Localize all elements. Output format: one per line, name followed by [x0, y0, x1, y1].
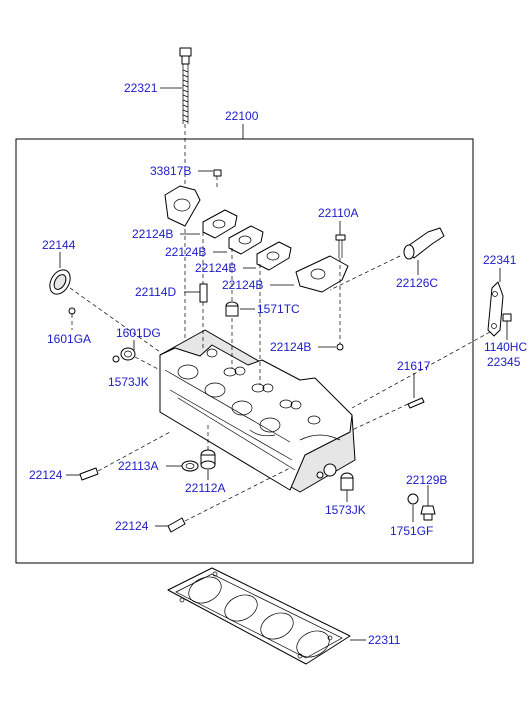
bolt-22124-2-part[interactable]	[167, 517, 186, 533]
label-1601dg: 1601DG	[116, 326, 161, 340]
dowel-pin-part[interactable]	[199, 283, 208, 303]
label-22126c: 22126C	[396, 276, 438, 290]
pin-1601ga-part[interactable]	[68, 307, 76, 315]
label-33817b: 33817B	[150, 164, 191, 178]
label-22144: 22144	[42, 238, 76, 252]
assembly-frame	[15, 138, 474, 564]
cap-bolt-part[interactable]	[335, 234, 346, 258]
bracket-bolt-part[interactable]	[502, 313, 512, 322]
label-1573jk-2: 1573JK	[325, 503, 366, 517]
stud-21617-part[interactable]	[407, 397, 425, 409]
oil-seal-part[interactable]	[46, 266, 75, 298]
bearing-cap-1-part[interactable]	[202, 209, 238, 239]
label-1573jk-1: 1573JK	[108, 375, 149, 389]
label-22321: 22321	[124, 81, 158, 95]
seal-22112a-part[interactable]	[200, 449, 216, 470]
label-22124b-4: 22124B	[222, 278, 263, 292]
small-bolt-part[interactable]	[336, 343, 344, 351]
label-1601ga: 1601GA	[47, 332, 91, 346]
label-1140hc: 1140HC	[484, 340, 527, 354]
label-22112a: 22112A	[185, 481, 225, 495]
label-22110a: 22110A	[318, 206, 358, 220]
plug-right-part[interactable]	[340, 472, 354, 491]
label-22114d: 22114D	[135, 285, 176, 299]
label-22124b-5: 22124B	[270, 340, 311, 354]
label-22124-1: 22124	[29, 468, 63, 482]
bolt-22124-1-part[interactable]	[79, 467, 99, 481]
bearing-cap-3-part[interactable]	[256, 241, 292, 271]
cup-plug-part[interactable]	[225, 301, 239, 317]
label-22341: 22341	[483, 253, 517, 267]
label-22124b-2: 22124B	[165, 245, 206, 259]
hanger-bracket-part[interactable]	[487, 281, 504, 337]
head-gasket-part[interactable]	[167, 567, 351, 665]
label-1751gf: 1751GF	[390, 524, 433, 538]
gasket-22129b-part[interactable]	[407, 493, 419, 505]
label-22311: 22311	[368, 633, 401, 647]
label-21617: 21617	[397, 359, 431, 373]
breather-hose-part[interactable]	[403, 227, 445, 260]
plug-1751gf-part[interactable]	[420, 505, 436, 521]
label-22124b-1: 22124B	[132, 227, 173, 241]
cylinder-head-part[interactable]	[159, 329, 356, 493]
cam-cap-part[interactable]	[164, 169, 222, 227]
label-22345: 22345	[487, 355, 521, 369]
head-bolt-part[interactable]	[179, 47, 192, 124]
pin-1601dg-part[interactable]	[112, 355, 120, 363]
bearing-cap-2-part[interactable]	[228, 225, 264, 255]
label-22100: 22100	[225, 109, 259, 123]
label-1571tc: 1571TC	[257, 302, 300, 316]
plug-left-part[interactable]	[120, 347, 136, 361]
label-22124b-3: 22124B	[195, 261, 236, 275]
bearing-cap-4-part[interactable]	[295, 255, 349, 293]
washer-22113a-part[interactable]	[181, 460, 199, 472]
label-22124-2: 22124	[115, 519, 149, 533]
label-22129b: 22129B	[406, 473, 447, 487]
label-22113a: 22113A	[118, 459, 158, 473]
